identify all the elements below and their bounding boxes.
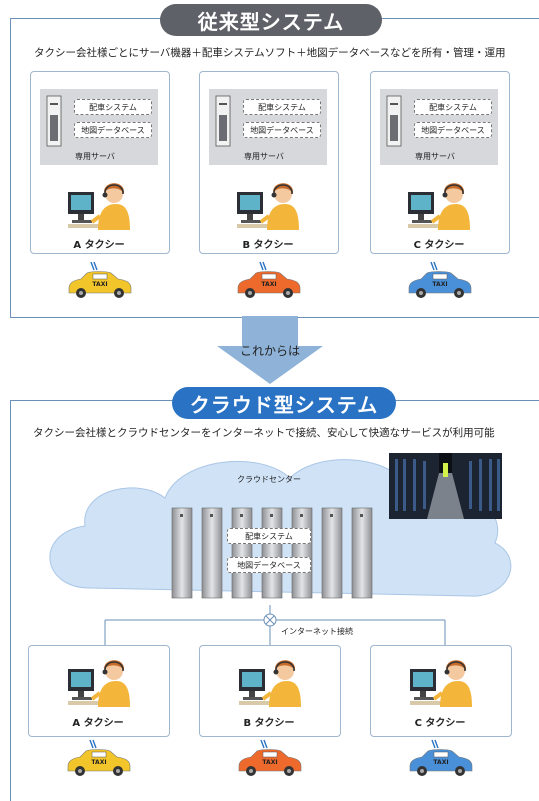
taxi-car-icon: TAXI (408, 261, 472, 298)
legacy-title: 従来型システム (160, 4, 382, 36)
cloud-company-name: C タクシー (414, 718, 466, 729)
svg-text:TAXI: TAXI (432, 281, 447, 288)
svg-text:TAXI: TAXI (433, 759, 448, 766)
legacy-dispatch-label: 配車システム (74, 99, 152, 115)
legacy-company-name: C タクシー (413, 240, 465, 251)
dedicated-server-label: 専用サーバ (244, 152, 284, 161)
cloud-map-label: 地図データベース (227, 557, 311, 573)
cloud-company-card (199, 645, 341, 737)
legacy-company-name: B タクシー (242, 240, 294, 251)
operator-icon (239, 660, 301, 707)
internet-connection-lines (104, 605, 446, 645)
taxi-car-icon: TAXI (237, 261, 301, 298)
cloud-company-name: B タクシー (243, 718, 295, 729)
operator-icon (408, 183, 470, 230)
taxi-car-icon: TAXI (68, 261, 132, 298)
cloud-description: タクシー会社様とクラウドセンターをインターネットで接続、安心して快適なサービスが… (33, 427, 495, 439)
operator-icon (237, 183, 299, 230)
legacy-description: タクシー会社様ごとにサーバ機器＋配車システムソフト＋地図データベースなどを所有・… (34, 47, 506, 59)
down-arrow-icon (217, 316, 323, 384)
legacy-company-name: A タクシー (73, 240, 125, 251)
cloud-center-label: クラウドセンター (237, 475, 301, 484)
svg-text:TAXI: TAXI (92, 281, 107, 288)
cloud-server-racks (171, 507, 373, 599)
svg-text:TAXI: TAXI (262, 759, 277, 766)
legacy-map-label: 地図データベース (74, 122, 152, 138)
taxi-car-icon: TAXI (238, 739, 302, 776)
svg-text:TAXI: TAXI (91, 759, 106, 766)
cloud-company-name: A タクシー (72, 718, 124, 729)
cloud-title: クラウド型システム (172, 387, 396, 419)
operator-icon (68, 183, 130, 230)
transition-label: これからは (239, 344, 300, 358)
server-tower-icon (386, 95, 402, 147)
taxi-car-icon: TAXI (409, 739, 473, 776)
svg-text:TAXI: TAXI (261, 281, 276, 288)
internet-label: インターネット接続 (281, 627, 353, 636)
legacy-map-label: 地図データベース (414, 122, 492, 138)
operator-icon (68, 660, 130, 707)
cloud-company-card (28, 645, 170, 737)
server-tower-icon (46, 95, 62, 147)
legacy-map-label: 地図データベース (243, 122, 321, 138)
taxi-car-icon: TAXI (67, 739, 131, 776)
legacy-dispatch-label: 配車システム (414, 99, 492, 115)
dedicated-server-label: 専用サーバ (415, 152, 455, 161)
operator-icon (410, 660, 472, 707)
cloud-dispatch-label: 配車システム (227, 528, 311, 544)
cloud-company-card (370, 645, 512, 737)
dedicated-server-label: 専用サーバ (75, 152, 115, 161)
server-tower-icon (215, 95, 231, 147)
legacy-dispatch-label: 配車システム (243, 99, 321, 115)
data-center-photo (389, 453, 502, 519)
